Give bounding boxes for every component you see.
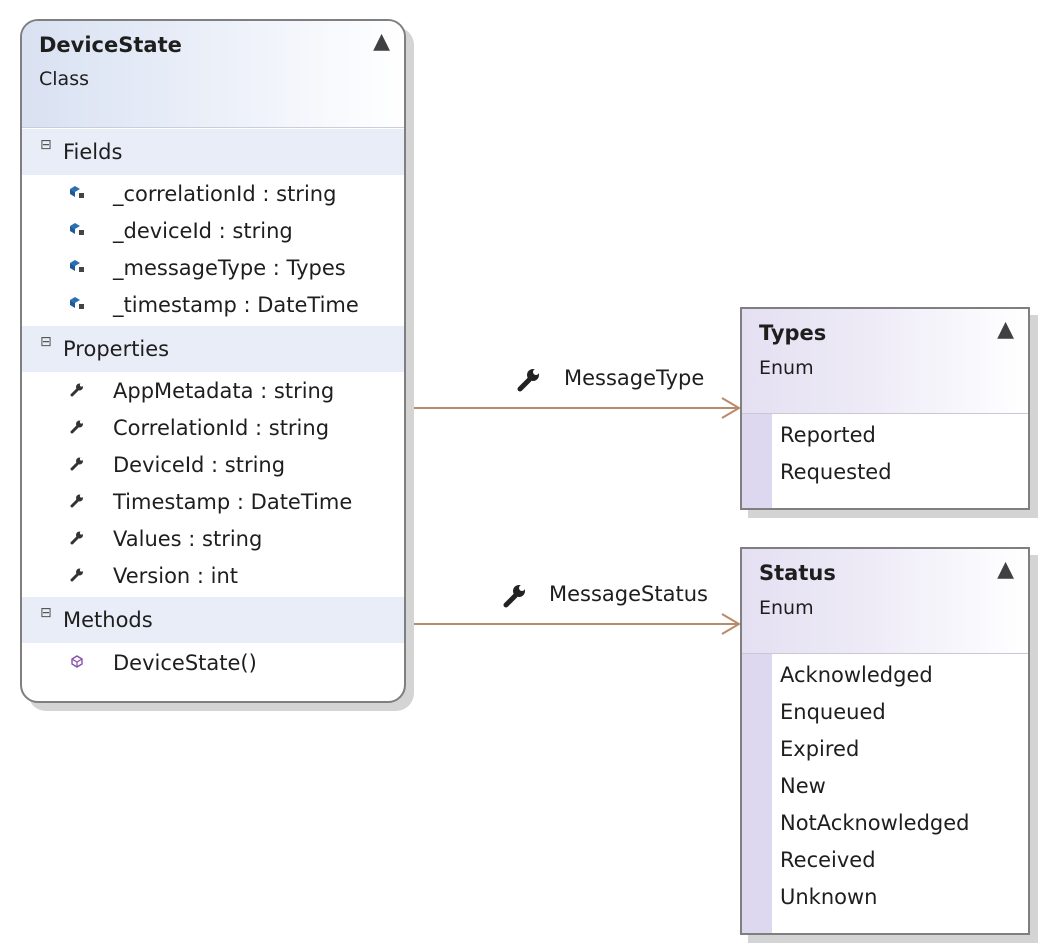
enum-stereotype: Enum — [759, 357, 814, 379]
enum-value[interactable]: NotAcknowledged — [780, 811, 970, 835]
member-text: _timestamp : DateTime — [113, 293, 359, 317]
enum-stereotype: Enum — [759, 597, 814, 619]
enum-value[interactable]: Reported — [780, 423, 876, 447]
class-stereotype: Class — [39, 68, 89, 90]
enum-value[interactable]: Expired — [780, 737, 860, 761]
field-lock-icon — [70, 260, 84, 272]
member-text: _deviceId : string — [113, 219, 293, 243]
wrench-icon — [503, 585, 525, 608]
member-text: CorrelationId : string — [113, 416, 330, 440]
wrench-icon — [70, 457, 84, 471]
property-item[interactable]: DeviceId : string — [22, 448, 404, 484]
wrench-icon — [70, 383, 84, 397]
enum-status[interactable]: Status Enum ▲ Acknowledged Enqueued Expi… — [740, 547, 1030, 935]
member-text: _correlationId : string — [113, 182, 337, 206]
field-item[interactable]: _deviceId : string — [22, 214, 404, 250]
double-chevron-up-icon[interactable]: ▲ — [997, 317, 1014, 342]
enum-value[interactable]: Received — [780, 848, 876, 872]
field-item[interactable]: _timestamp : DateTime — [22, 288, 404, 324]
field-lock-icon — [70, 297, 84, 309]
member-text: Timestamp : DateTime — [113, 490, 353, 514]
member-text: Version : int — [113, 564, 239, 588]
property-item[interactable]: AppMetadata : string — [22, 374, 404, 410]
double-chevron-up-icon[interactable]: ▲ — [373, 29, 390, 54]
field-item[interactable]: _correlationId : string — [22, 177, 404, 213]
member-text: _messageType : Types — [113, 256, 346, 280]
property-item[interactable]: CorrelationId : string — [22, 411, 404, 447]
class-device-state[interactable]: DeviceState Class ▲ ⊟ Fields _correlatio… — [20, 19, 406, 703]
section-title: Fields — [63, 140, 123, 164]
class-header: DeviceState Class ▲ — [22, 21, 404, 128]
property-item[interactable]: Timestamp : DateTime — [22, 485, 404, 521]
association-label-message-type: MessageType — [564, 366, 705, 390]
wrench-icon — [70, 420, 84, 434]
section-methods[interactable]: ⊟ Methods — [22, 597, 404, 643]
enum-value[interactable]: Requested — [780, 460, 892, 484]
wrench-icon — [517, 369, 539, 392]
field-lock-icon — [70, 223, 84, 235]
section-minus-icon[interactable]: ⊟ — [40, 137, 52, 153]
enum-header: Types Enum ▲ — [742, 309, 1028, 414]
wrench-icon — [70, 531, 84, 545]
wrench-icon — [70, 494, 84, 508]
field-lock-icon — [70, 186, 84, 198]
association-label-message-status: MessageStatus — [549, 582, 708, 606]
section-minus-icon[interactable]: ⊟ — [40, 605, 52, 621]
enum-left-bar — [742, 414, 772, 508]
section-properties[interactable]: ⊟ Properties — [22, 326, 404, 372]
wrench-icon — [70, 568, 84, 582]
enum-value[interactable]: Enqueued — [780, 700, 886, 724]
member-text: DeviceId : string — [113, 453, 286, 477]
enum-types[interactable]: Types Enum ▲ Reported Requested — [740, 307, 1030, 510]
property-item[interactable]: Version : int — [22, 559, 404, 595]
property-item[interactable]: Values : string — [22, 522, 404, 558]
class-name: DeviceState — [39, 33, 182, 57]
enum-header: Status Enum ▲ — [742, 549, 1028, 654]
section-fields[interactable]: ⊟ Fields — [22, 129, 404, 175]
member-text: DeviceState() — [113, 651, 257, 675]
member-text: AppMetadata : string — [113, 379, 335, 403]
method-cube-icon — [71, 655, 83, 668]
enum-left-bar — [742, 654, 772, 933]
enum-name: Types — [759, 321, 827, 345]
field-item[interactable]: _messageType : Types — [22, 251, 404, 287]
member-text: Values : string — [113, 527, 263, 551]
enum-value[interactable]: Acknowledged — [780, 663, 933, 687]
association-message-type[interactable] — [404, 397, 741, 419]
double-chevron-up-icon[interactable]: ▲ — [997, 557, 1014, 582]
section-title: Methods — [63, 608, 153, 632]
association-message-status[interactable] — [404, 613, 741, 635]
enum-value[interactable]: New — [780, 774, 826, 798]
enum-value[interactable]: Unknown — [780, 885, 878, 909]
method-item[interactable]: DeviceState() — [22, 646, 404, 682]
enum-name: Status — [759, 561, 836, 585]
section-title: Properties — [63, 337, 170, 361]
section-minus-icon[interactable]: ⊟ — [40, 334, 52, 350]
